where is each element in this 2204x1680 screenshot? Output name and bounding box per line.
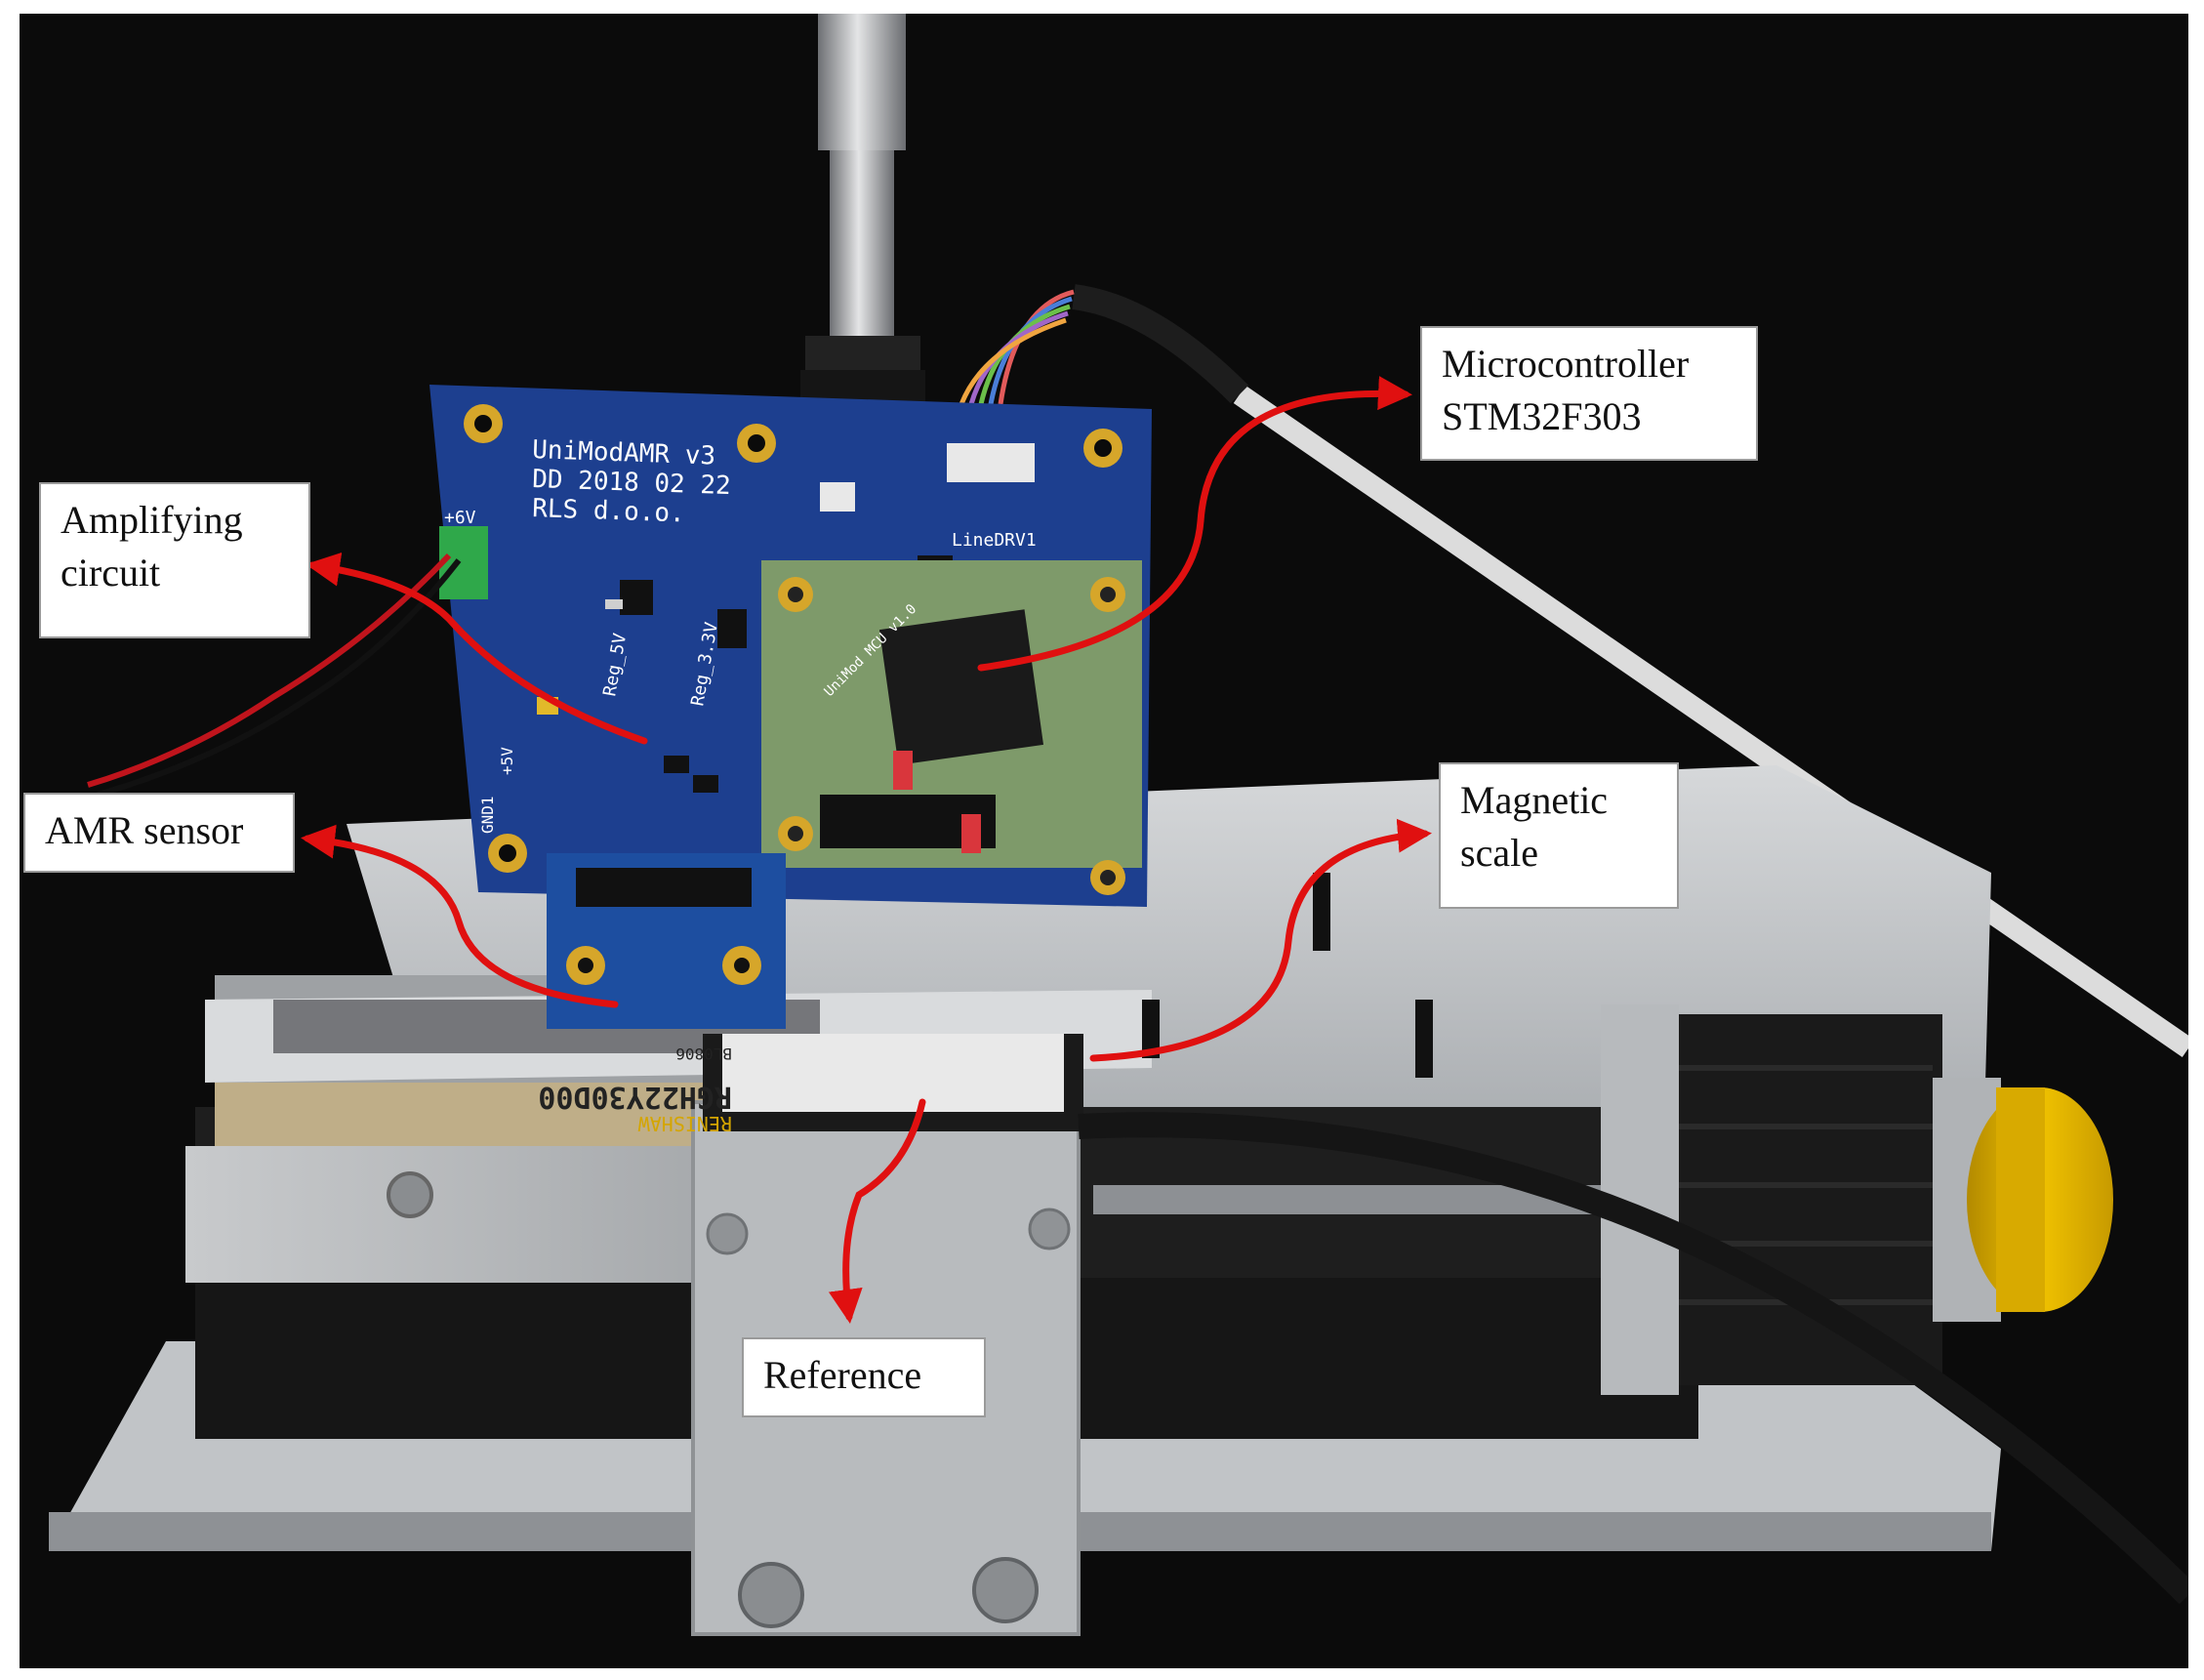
read-head-brand: RENISHAW: [637, 1112, 732, 1135]
label-magnetic-scale-line1: Magnetic: [1460, 778, 1609, 822]
arrow-microcontroller: [977, 376, 1412, 672]
experimental-setup-photo: UniModAMR v3 DD 2018 02 22 RLS d.o.o. +6…: [20, 14, 2188, 1668]
label-amr-sensor-line1: AMR sensor: [45, 808, 244, 852]
mcu-board: [761, 560, 1142, 895]
arrow-amr-sensor: [301, 824, 619, 1008]
label-amplifying-circuit: Amplifying circuit: [39, 482, 310, 638]
arrow-amplifying: [306, 552, 648, 745]
label-amr-sensor: AMR sensor: [23, 793, 295, 873]
pcb-board-maker: RLS d.o.o.: [532, 494, 685, 528]
label-reference-line1: Reference: [763, 1353, 922, 1397]
label-microcontroller: Microcontroller STM32F303: [1420, 326, 1758, 461]
label-magnetic-scale: Magnetic scale: [1439, 762, 1679, 909]
read-head-serial: BL0806: [675, 1045, 732, 1063]
power-wire-red: [87, 553, 452, 788]
stepper-motor: [1669, 1014, 1942, 1385]
pcb-board-date: DD 2018 02 22: [532, 465, 731, 501]
read-head-part-number: RGH22Y30D00: [538, 1080, 732, 1114]
label-amplifying-line2: circuit: [61, 551, 161, 594]
lead-screw: [1093, 1185, 1601, 1214]
read-head-text: RGH22Y30D00 RENISHAW BL0806: [538, 1045, 732, 1135]
label-reference: Reference: [742, 1337, 986, 1417]
read-head-label: [722, 1034, 1064, 1112]
pcb-power-label: +6V: [444, 508, 476, 528]
arrow-reference: [828, 1098, 926, 1324]
annotation-arrows: [301, 376, 1432, 1324]
label-amplifying-line1: Amplifying: [61, 498, 243, 542]
power-connector: [439, 526, 488, 599]
pcb-plus5v-label: +5V: [498, 747, 516, 775]
pcb-gnd1-label: GND1: [478, 796, 497, 834]
arrow-magnetic-scale: [1089, 818, 1432, 1062]
label-microcontroller-line2: STM32F303: [1442, 394, 1642, 438]
setup-illustration: UniModAMR v3 DD 2018 02 22 RLS d.o.o. +6…: [20, 14, 2188, 1668]
white-cable: [1233, 385, 2188, 1058]
carriage: [185, 1146, 732, 1283]
black-cable: [1078, 1112, 2188, 1605]
pcb-line-driver-label: LineDRV1: [952, 530, 1037, 551]
label-magnetic-scale-line2: scale: [1460, 831, 1538, 875]
mcu-chip: [878, 609, 1044, 765]
pcb-board-name: UniModAMR v3: [532, 435, 716, 471]
ribbon-wires: [959, 289, 1075, 405]
label-microcontroller-line1: Microcontroller: [1442, 342, 1690, 386]
power-wire-black: [97, 558, 462, 798]
